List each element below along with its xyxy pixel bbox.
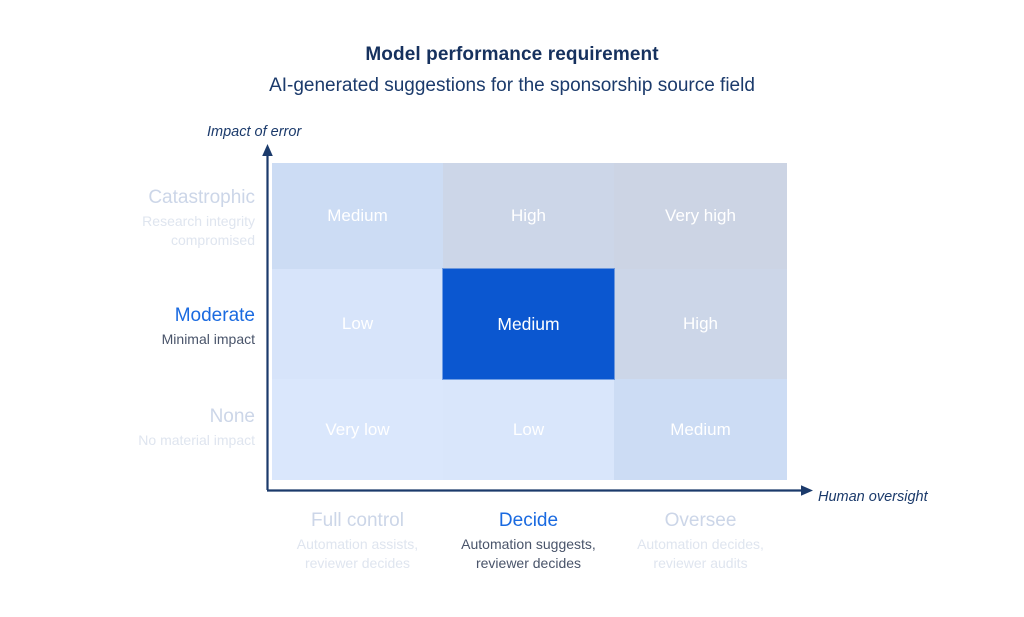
- matrix-cell-label: Low: [512, 419, 545, 439]
- matrix-cell-label: Very low: [325, 419, 390, 439]
- x-tick-decide[interactable]: Decide Automation suggests, reviewer dec…: [443, 508, 614, 588]
- y-tick-none[interactable]: None No material impact: [80, 404, 255, 450]
- risk-matrix-grid: Medium High Very high Low Medium High Ve…: [272, 163, 787, 480]
- y-tick-label: Moderate: [174, 305, 255, 326]
- x-tick-label: Full control: [311, 510, 404, 531]
- matrix-cell[interactable]: Low: [272, 269, 443, 379]
- matrix-cell[interactable]: Very high: [614, 163, 787, 269]
- matrix-cell[interactable]: Medium: [272, 163, 443, 269]
- page-title: Model performance requirement: [365, 44, 659, 65]
- x-axis-ticks: Full control Automation assists, reviewe…: [272, 508, 787, 588]
- matrix-cell[interactable]: Low: [443, 379, 614, 480]
- y-tick-sublabel: Minimal impact: [161, 331, 255, 347]
- x-tick-sublabel: Automation assists, reviewer decides: [296, 536, 419, 571]
- x-tick-full-control[interactable]: Full control Automation assists, reviewe…: [272, 508, 443, 588]
- matrix-cell[interactable]: High: [614, 269, 787, 379]
- y-axis-ticks: Catastrophic Research integrity compromi…: [80, 163, 255, 480]
- x-tick-oversee[interactable]: Oversee Automation decides, reviewer aud…: [614, 508, 787, 588]
- x-tick-label: Oversee: [664, 510, 737, 531]
- x-axis-title: Human oversight: [818, 489, 928, 505]
- y-tick-moderate[interactable]: Moderate Minimal impact: [80, 303, 255, 349]
- page-subtitle: AI-generated suggestions for the sponsor…: [269, 75, 755, 96]
- matrix-cell-label: High: [683, 314, 718, 333]
- matrix-cell[interactable]: Medium: [614, 379, 787, 480]
- x-tick-sublabel: Automation decides, reviewer audits: [637, 536, 764, 571]
- matrix-cell-label: High: [511, 206, 546, 225]
- y-axis-title: Impact of error: [207, 124, 302, 140]
- matrix-cell-label: Low: [341, 314, 374, 333]
- matrix-cell-label: Medium: [497, 313, 560, 334]
- y-tick-sublabel: Research integrity compromised: [142, 213, 255, 248]
- y-tick-sublabel: No material impact: [138, 432, 255, 448]
- matrix-cell-label: Medium: [670, 419, 731, 439]
- matrix-cell-label: Medium: [327, 206, 388, 225]
- y-tick-catastrophic[interactable]: Catastrophic Research integrity compromi…: [80, 185, 255, 250]
- y-tick-label: Catastrophic: [148, 187, 255, 208]
- matrix-cell-label: Very high: [665, 206, 736, 225]
- matrix-cell[interactable]: Very low: [272, 379, 443, 480]
- chart-header: Model performance requirement AI-generat…: [0, 42, 1024, 100]
- x-tick-sublabel: Automation suggests, reviewer decides: [461, 536, 596, 571]
- y-tick-label: None: [209, 406, 255, 427]
- matrix-cell-selected[interactable]: Medium: [443, 269, 614, 379]
- matrix-cell[interactable]: High: [443, 163, 614, 269]
- x-tick-label: Decide: [498, 510, 559, 531]
